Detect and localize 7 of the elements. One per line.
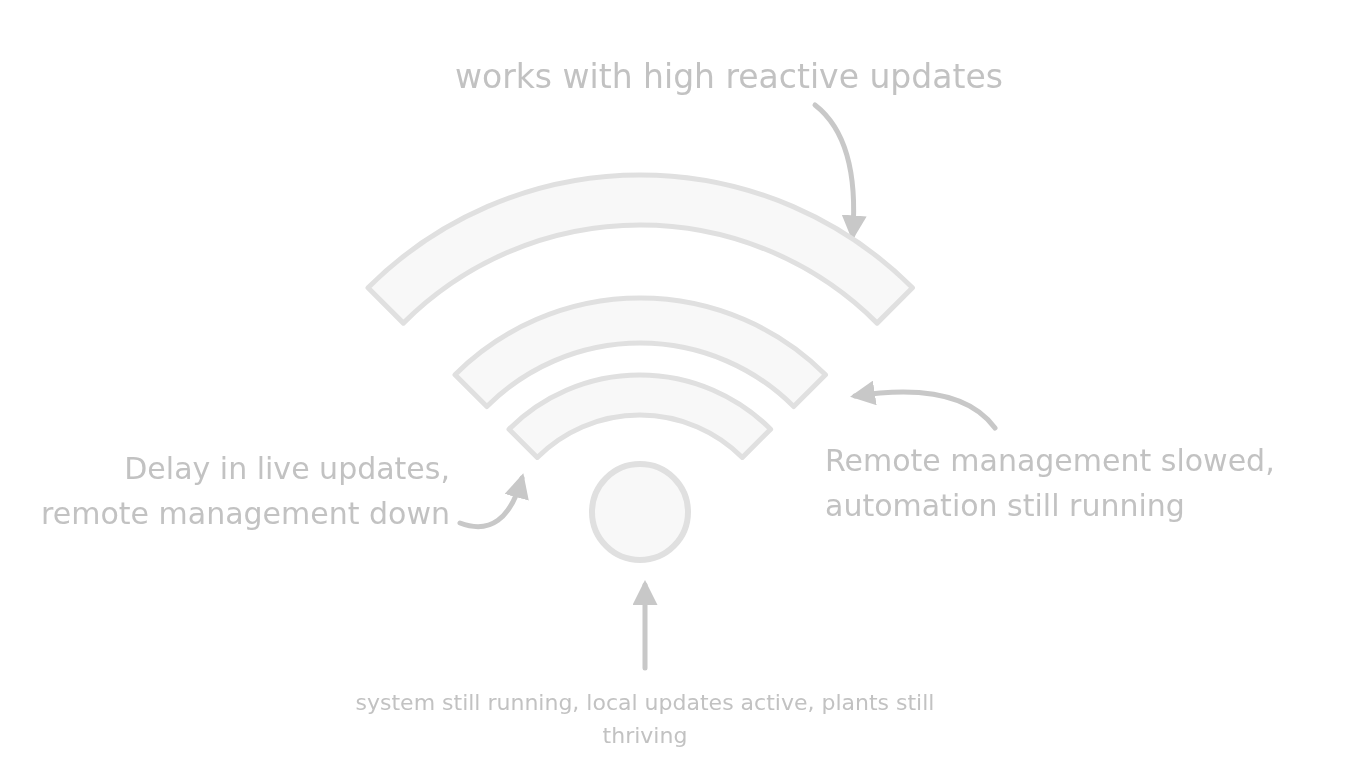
annotation-text: system still running, local updates active, plants still thriving <box>345 686 945 752</box>
arrow <box>632 580 658 671</box>
arrow <box>850 381 998 431</box>
annotation-text: Delay in live updates, remote management down <box>10 446 450 536</box>
arrow <box>457 473 529 530</box>
annotation-text: Remote management slowed, automation still running <box>825 438 1290 528</box>
annotation-text: works with high reactive updates <box>455 52 1125 102</box>
